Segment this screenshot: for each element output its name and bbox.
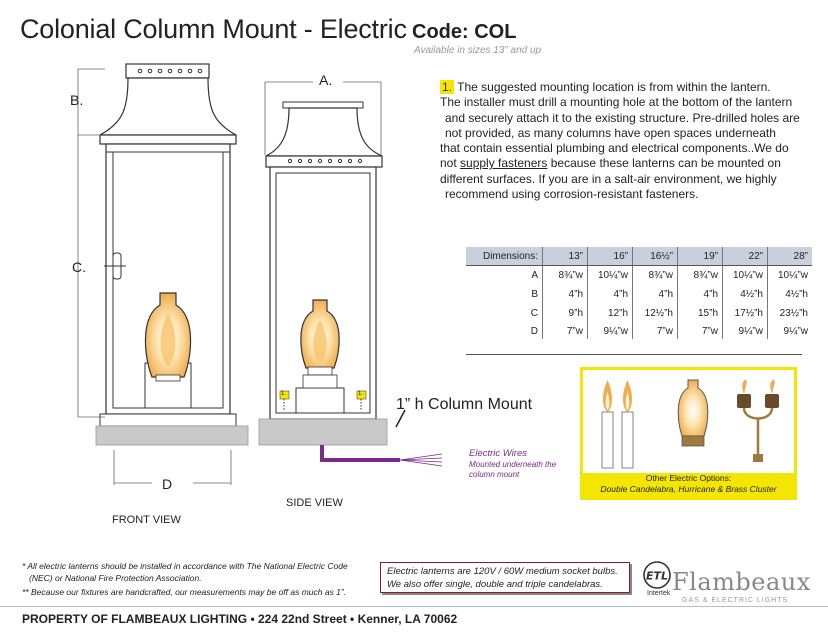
table-header-size: 28” xyxy=(767,247,812,266)
etl-certification-icon: ETL xyxy=(643,561,671,589)
side-view-label: SIDE VIEW xyxy=(286,497,343,509)
page-title: Colonial Column Mount - Electric xyxy=(20,14,407,44)
electric-specs-box: Electric lanterns are 120V / 60W medium … xyxy=(380,562,630,593)
footer-divider xyxy=(0,606,828,607)
label-a: A. xyxy=(319,72,333,88)
other-options-caption: Other Electric Options: Double Candelabr… xyxy=(583,473,794,497)
product-code: Code: COL xyxy=(412,21,517,43)
table-header-label: Dimensions: xyxy=(466,247,543,266)
brass-cluster-icon xyxy=(737,379,779,462)
table-header-size: 19” xyxy=(677,247,723,266)
options-illustrations xyxy=(601,379,779,469)
availability-note: Available in sizes 13” and up xyxy=(414,45,542,56)
side-marker-left: 1. xyxy=(281,391,287,397)
column-mount-label: 1” h Column Mount xyxy=(396,396,533,413)
table-header-size: 16½” xyxy=(632,247,678,266)
table-row: C 9”h 12”h 12½”h 15”h 17½”h 23½”h xyxy=(466,304,812,323)
side-dimension-lines xyxy=(264,81,382,155)
intertek-label: Intertek xyxy=(647,590,671,597)
lantern-drawings xyxy=(77,63,443,485)
front-dimension-lines xyxy=(77,68,232,485)
table-header-size: 22” xyxy=(722,247,768,266)
underlined-phrase: supply fasteners xyxy=(460,156,548,171)
table-header-row: Dimensions: 13” 16” 16½” 19” 22” 28” xyxy=(466,247,812,266)
etl-mark-text: ETL xyxy=(646,570,668,583)
hurricane-icon xyxy=(677,379,709,447)
step-marker: 1. xyxy=(440,80,455,94)
label-d: D xyxy=(162,476,173,492)
label-c: C. xyxy=(72,259,86,275)
table-header-size: 16” xyxy=(587,247,633,266)
label-b: B. xyxy=(70,92,84,108)
front-view-lantern xyxy=(95,63,249,446)
brand-logo: Flambeaux xyxy=(672,568,811,596)
table-bottom-rule xyxy=(466,354,802,355)
footer-address: PROPERTY OF FLAMBEAUX LIGHTING • 224 22n… xyxy=(22,612,458,626)
brand-tagline: GAS & ELECTRIC LIGHTS xyxy=(682,597,789,604)
electric-wires-note: Mounted underneath the column mount xyxy=(469,460,557,479)
electric-wires-title: Electric Wires xyxy=(469,448,527,459)
table-header-size: 13” xyxy=(542,247,588,266)
installation-note: * All electric lanterns should be instal… xyxy=(22,561,348,583)
dimensions-table: Dimensions: 13” 16” 16½” 19” 22” 28” A 8… xyxy=(466,247,812,339)
table-row: A 8¾”w 10¼”w 8¾”w 8¾”w 10¼”w 10¼”w xyxy=(466,265,812,285)
side-view-lantern xyxy=(258,101,443,467)
side-marker-right: 1. xyxy=(358,391,364,397)
double-candelabra-icon xyxy=(601,380,634,469)
table-row: D 7”w 9¼”w 7”w 7”w 9¼”w 9¼”w xyxy=(466,323,812,339)
table-row: B 4”h 4”h 4”h 4”h 4½”h 4½”h xyxy=(466,285,812,304)
measurement-note: ** Because our fixtures are handcrafted,… xyxy=(22,587,347,597)
mounting-instructions: 1. The suggested mounting location is fr… xyxy=(440,80,800,202)
front-view-label: FRONT VIEW xyxy=(112,514,181,526)
